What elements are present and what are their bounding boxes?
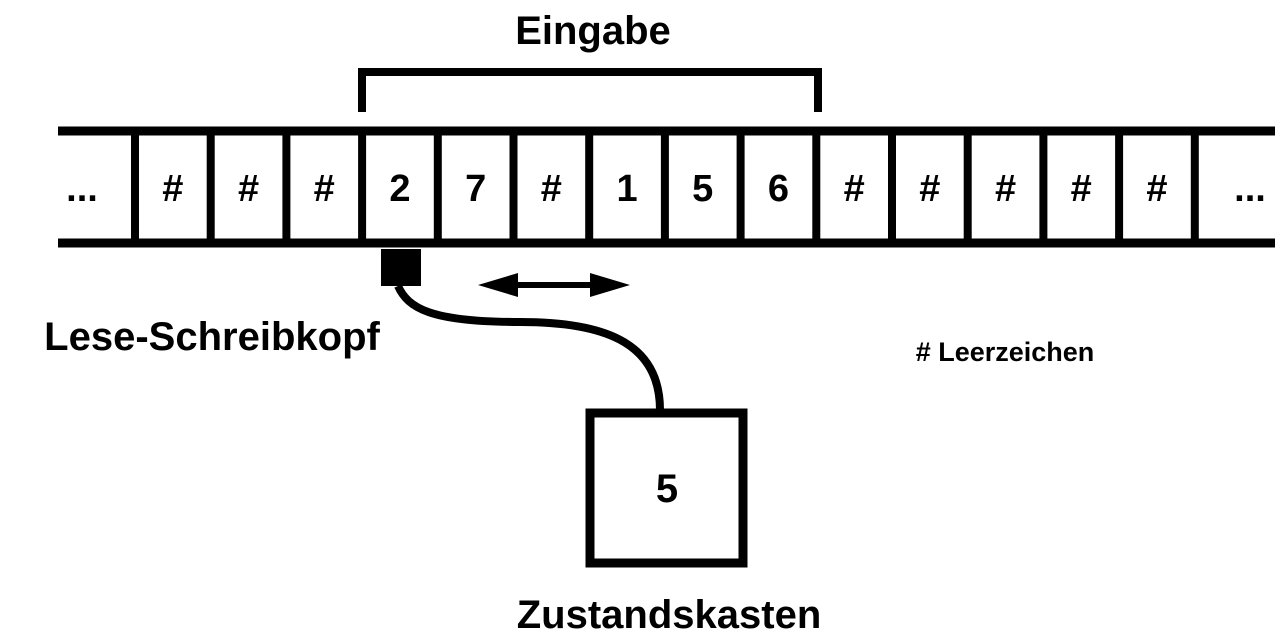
tape-cell-symbol: 6 <box>768 168 789 210</box>
input-label: Eingabe <box>515 9 671 53</box>
tape-cell-symbol: 5 <box>692 168 713 210</box>
move-direction-arrow <box>478 273 630 297</box>
tape-cell-symbol: # <box>1071 168 1092 210</box>
input-bracket <box>358 68 822 112</box>
head-cable <box>394 284 664 411</box>
tape-cell-symbol: 2 <box>389 168 410 210</box>
tape-cells: # # #2 7 #1 5 6 # # # # # <box>131 131 1199 243</box>
tape-cell-symbol: # <box>919 168 940 210</box>
tape-right-ellipsis: ... <box>1234 168 1266 210</box>
state-box <box>585 408 748 568</box>
tape-cell-symbol: # <box>844 168 865 210</box>
tape-cell-symbol: # <box>1146 168 1167 210</box>
tape-cell-symbol: 7 <box>465 168 486 210</box>
tape-left-ellipsis: ... <box>66 168 98 210</box>
head-label: Lese-Schreibkopf <box>44 315 380 359</box>
tape-cell-symbol: 1 <box>616 168 637 210</box>
tape-cell-symbol: # <box>541 168 562 210</box>
tape-cell-symbol: # <box>238 168 259 210</box>
state-value: 5 <box>656 467 678 511</box>
tape-cell-symbol: # <box>314 168 335 210</box>
state-box-label: Zustandskasten <box>517 593 822 637</box>
blank-legend: # Leerzeichen <box>916 337 1095 367</box>
read-write-head <box>381 249 421 286</box>
tape-cell-symbol: # <box>162 168 183 210</box>
tape-cell-symbol: # <box>995 168 1016 210</box>
